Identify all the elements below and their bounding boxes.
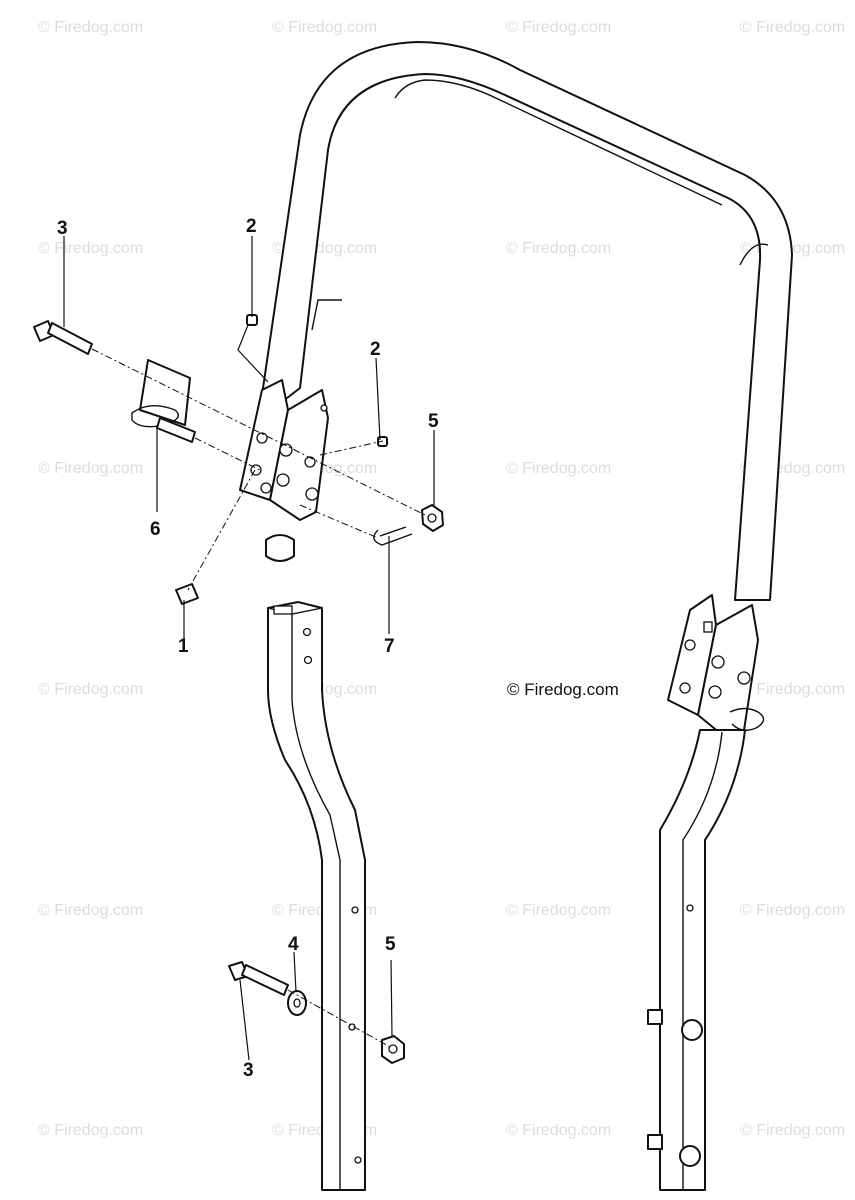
watermark: © Firedog.com	[506, 240, 612, 257]
callout-part-6: 6	[150, 519, 161, 540]
callout-part-7: 7	[384, 636, 395, 657]
hairpin-clip-part-7	[373, 526, 413, 546]
watermark: © Firedog.com	[740, 19, 846, 36]
watermark: © Firedog.com	[506, 902, 612, 919]
callout-part-4: 4	[288, 934, 299, 955]
watermark: © Firedog.com	[506, 460, 612, 477]
lower-left-post	[267, 601, 366, 1191]
rops-upper-hoop	[261, 41, 793, 601]
right-bracket	[667, 594, 765, 739]
watermark: © Firedog.com	[38, 1122, 144, 1139]
bumper-cap	[265, 534, 295, 562]
plug-part-1	[175, 583, 199, 605]
callout-part-2: 2	[370, 339, 381, 360]
lower-right-post	[647, 729, 746, 1191]
watermark: © Firedog.com	[38, 902, 144, 919]
watermark: © Firedog.com	[272, 19, 378, 36]
callout-part-3: 3	[57, 218, 68, 239]
watermark: © Firedog.com	[38, 460, 144, 477]
callout-part-1: 1	[178, 636, 189, 657]
assembly-axis-lines	[91, 348, 426, 1049]
nut-part-5-bottom	[381, 1035, 405, 1064]
lock-pin-part-6	[131, 359, 196, 443]
watermark: © Firedog.com	[740, 681, 846, 698]
watermark: © Firedog.com	[38, 681, 144, 698]
upper-left-bracket	[239, 379, 329, 521]
leader-lines	[63, 236, 435, 1061]
callout-part-5: 5	[385, 934, 396, 955]
watermark: © Firedog.com	[740, 902, 846, 919]
bolt-part-3-top	[33, 320, 93, 355]
callout-part-3: 3	[243, 1060, 254, 1081]
watermark: © Firedog.com	[506, 1122, 612, 1139]
callout-part-2: 2	[246, 216, 257, 237]
copyright-notice: © Firedog.com	[507, 680, 619, 699]
watermark: © Firedog.com	[506, 19, 612, 36]
bolt-part-3-bottom	[228, 961, 289, 996]
callout-part-5: 5	[428, 411, 439, 432]
watermark: © Firedog.com	[38, 19, 144, 36]
nut-part-5-top	[421, 504, 444, 532]
watermark: © Firedog.com	[740, 1122, 846, 1139]
